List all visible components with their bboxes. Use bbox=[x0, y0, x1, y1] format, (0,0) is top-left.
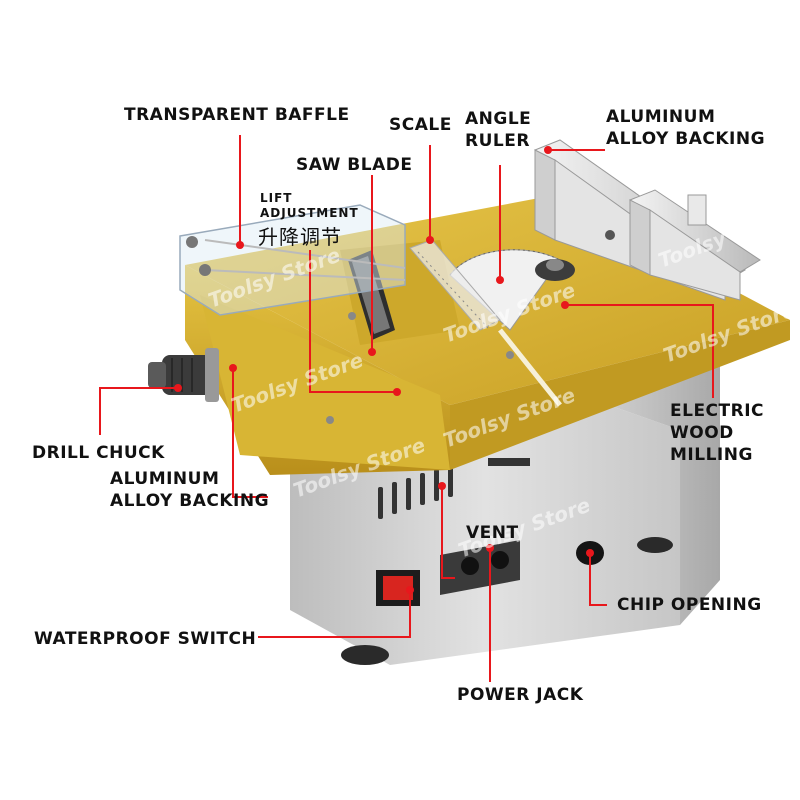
angle-ruler bbox=[449, 249, 561, 331]
label-aluminum-top-line1: ALUMINUM bbox=[606, 107, 716, 127]
label-aluminum-side-line1: ALUMINUM bbox=[110, 469, 220, 489]
label-electric-line3: MILLING bbox=[670, 445, 753, 465]
label-drill-chuck: DRILL CHUCK bbox=[32, 443, 165, 463]
foot-left bbox=[341, 645, 389, 665]
drill-chuck bbox=[148, 348, 219, 402]
label-transparent-baffle: TRANSPARENT BAFFLE bbox=[124, 105, 350, 125]
label-saw-blade: SAW BLADE bbox=[296, 155, 413, 175]
label-aluminum-side-line2: ALLOY BACKING bbox=[110, 491, 270, 511]
foot-right bbox=[637, 537, 673, 553]
label-electric-line2: WOOD bbox=[670, 423, 734, 443]
miter-groove bbox=[498, 328, 562, 407]
label-aluminum-top-line2: ALLOY BACKING bbox=[606, 129, 766, 149]
scale-guide bbox=[409, 239, 501, 331]
power-jack bbox=[440, 540, 520, 595]
label-electric-line1: ELECTRIC bbox=[670, 401, 765, 421]
aluminum-rail-front bbox=[628, 189, 761, 301]
label-vent: VENT bbox=[466, 523, 519, 543]
label-angle-ruler-line2: RULER bbox=[465, 131, 530, 151]
label-waterproof-switch: WATERPROOF SWITCH bbox=[34, 629, 257, 649]
milling-bit bbox=[535, 259, 575, 281]
label-lift-adjustment-line2: ADJUSTMENT bbox=[260, 206, 359, 220]
vent-slots bbox=[378, 465, 453, 519]
rear-slot bbox=[488, 458, 530, 466]
label-angle-ruler-line1: ANGLE bbox=[465, 109, 532, 129]
label-lift-adjustment-line1: LIFT bbox=[260, 191, 293, 205]
label-power-jack: POWER JACK bbox=[457, 685, 584, 705]
label-lift-adjustment-cn: 升降调节 bbox=[258, 225, 342, 249]
label-chip-opening: CHIP OPENING bbox=[617, 595, 762, 615]
label-scale: SCALE bbox=[389, 115, 452, 135]
leader-lines bbox=[99, 135, 714, 682]
leader-dots bbox=[174, 146, 594, 594]
